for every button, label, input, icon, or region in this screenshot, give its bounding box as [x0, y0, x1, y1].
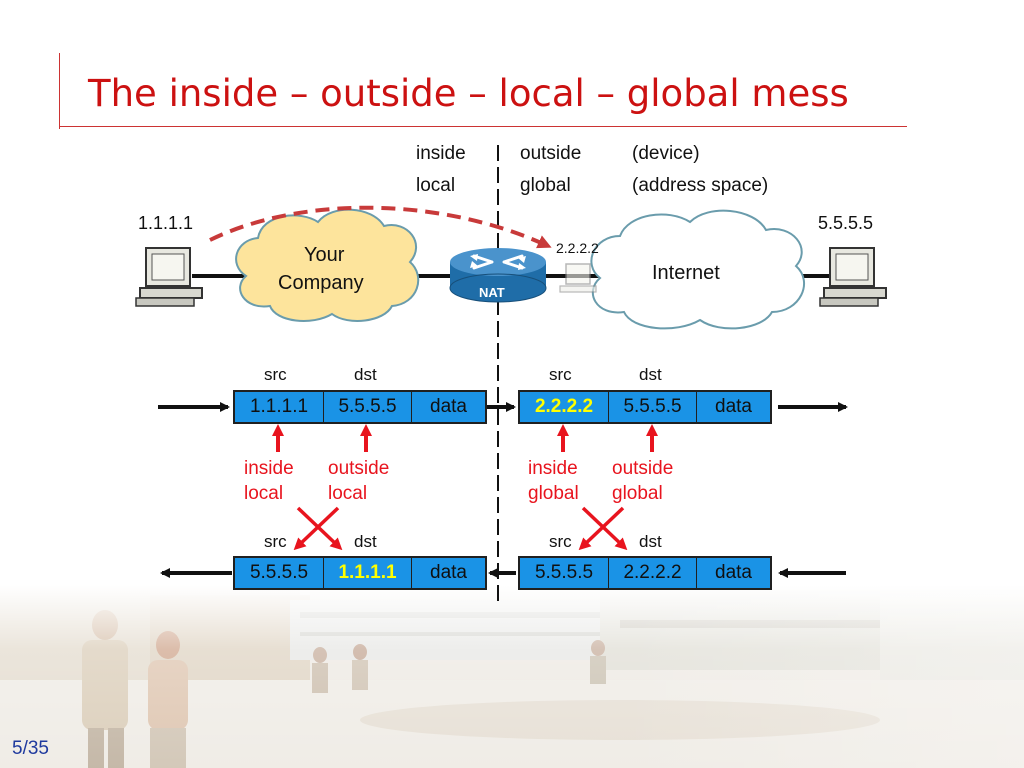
internet-cloud [590, 209, 806, 330]
packet-data: data [715, 396, 752, 417]
label-line: global [528, 483, 579, 504]
label-left-inside-local: inside local [244, 456, 294, 506]
bottom-right-src-label: src [549, 532, 572, 551]
packet-top-right: 2.2.2.2 5.5.5.5 data [518, 390, 772, 424]
label-left-outside-local: outside local [328, 456, 389, 506]
label-line: global [612, 483, 663, 504]
packet-dst: 5.5.5.5 [324, 392, 412, 422]
packet-top-left: 1.1.1.1 5.5.5.5 data [233, 390, 487, 424]
label-line: outside [612, 458, 674, 479]
packet-dst: 1.1.1.1 [324, 558, 412, 588]
legend-device: (device) [632, 143, 700, 164]
top-left-src-label: src [264, 365, 287, 384]
nat-router-icon [449, 248, 547, 303]
cross-left-to-src [293, 506, 340, 551]
label-line: inside [244, 458, 294, 479]
top-right-dst-label: dst [639, 365, 662, 384]
legend-inside: inside [416, 143, 466, 164]
label-line: outside [328, 458, 390, 479]
label-line: local [328, 483, 368, 504]
top-left-dst-label: dst [354, 365, 377, 384]
label-right-inside-global: inside global [528, 456, 579, 506]
translation-arrow [209, 205, 552, 249]
right-pc-icon [819, 247, 887, 307]
internet-label: Internet [652, 262, 720, 284]
label-line: local [244, 483, 284, 504]
company-label-line2: Company [278, 272, 364, 294]
company-label-line1: Your [304, 244, 345, 266]
page-number: 5/35 [12, 738, 49, 759]
packet-src: 5.5.5.5 [235, 558, 324, 588]
legend-outside: outside [520, 143, 582, 164]
title-vertical-rule [59, 53, 60, 129]
packet-data: data [430, 396, 467, 417]
packet-src: 1.1.1.1 [235, 392, 324, 422]
packet-dst: 5.5.5.5 [609, 392, 697, 422]
nat-outside-interface-icon [559, 263, 597, 293]
slide-title: The inside – outside – local – global me… [88, 72, 849, 115]
top-right-src-label: src [549, 365, 572, 384]
packet-data: data [715, 562, 752, 583]
packet-bottom-right: 5.5.5.5 2.2.2.2 data [518, 556, 772, 590]
label-right-outside-global: outside global [612, 456, 673, 506]
packet-src: 2.2.2.2 [520, 392, 609, 422]
left-pc-icon [135, 247, 203, 307]
nat-outside-ip: 2.2.2.2 [556, 240, 599, 256]
bottom-left-dst-label: dst [354, 532, 377, 551]
legend-address-space: (address space) [632, 175, 769, 196]
label-line: inside [528, 458, 578, 479]
packet-dst: 2.2.2.2 [609, 558, 697, 588]
legend-local: local [416, 175, 456, 196]
right-host-ip: 5.5.5.5 [818, 213, 874, 233]
packet-src: 5.5.5.5 [520, 558, 609, 588]
left-host-ip: 1.1.1.1 [138, 213, 194, 233]
bottom-right-dst-label: dst [639, 532, 662, 551]
cross-right-to-src [578, 506, 625, 551]
bottom-left-src-label: src [264, 532, 287, 551]
company-cloud [235, 208, 420, 322]
packet-data: data [430, 562, 467, 583]
packet-bottom-left: 5.5.5.5 1.1.1.1 data [233, 556, 487, 590]
nat-label: NAT [479, 285, 505, 300]
title-underline [59, 126, 907, 127]
legend-global: global [520, 175, 571, 196]
